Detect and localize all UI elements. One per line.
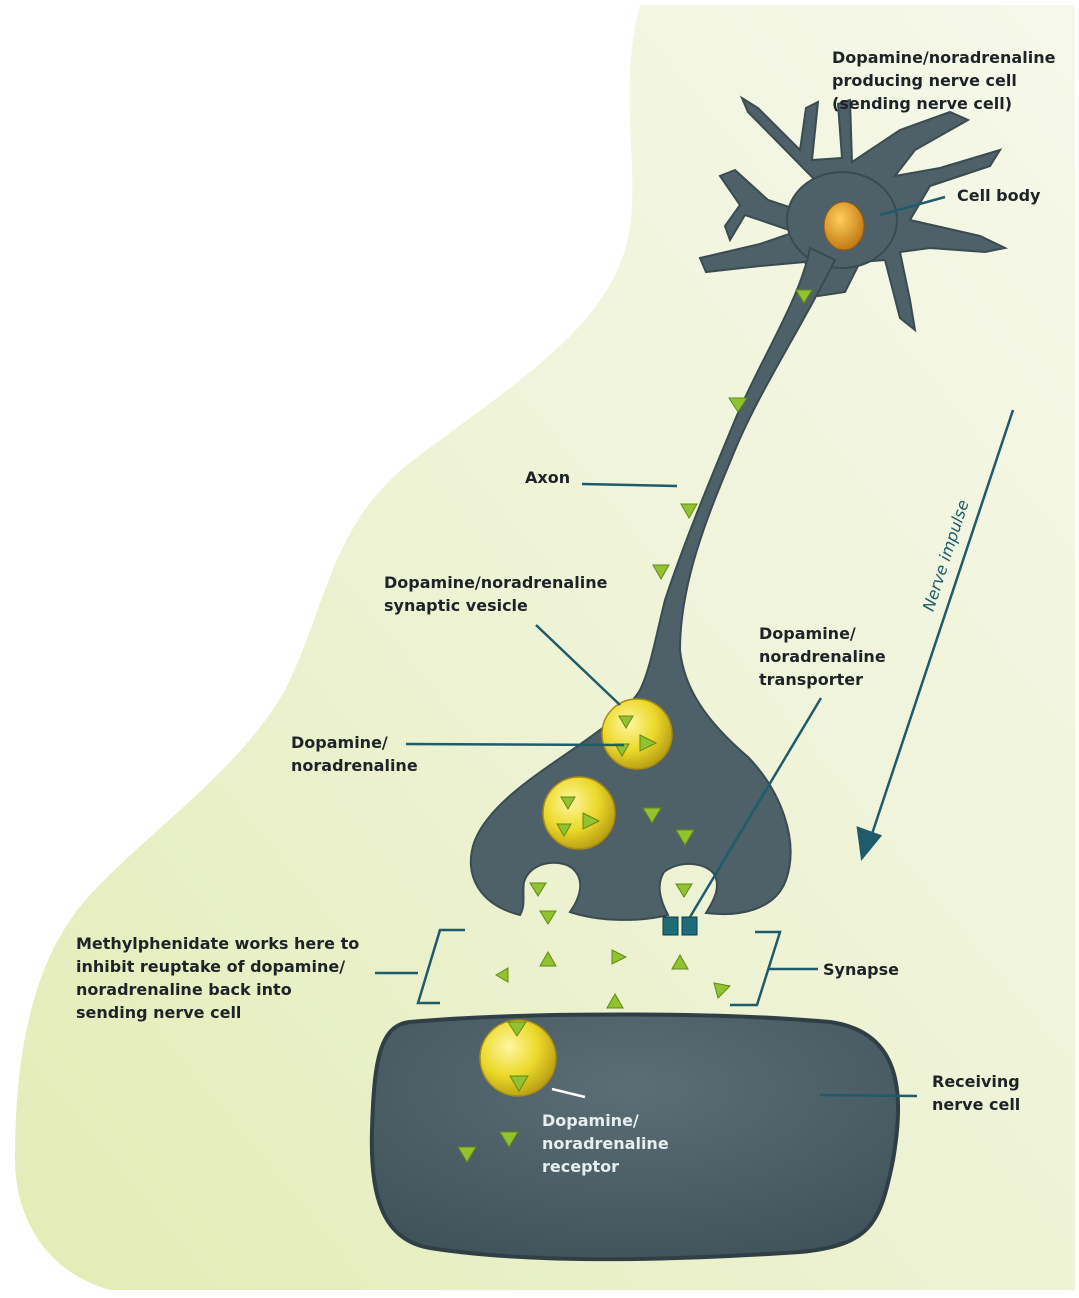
synaptic-vesicle (602, 699, 672, 769)
cell-nucleus (824, 202, 864, 250)
label-synapse: Synapse (823, 958, 899, 981)
label-axon: Axon (525, 466, 570, 489)
leader-dopamine (406, 744, 624, 745)
label-methylphenidate: Methylphenidate works here to inhibit re… (76, 932, 359, 1024)
label-transporter: Dopamine/ noradrenaline transporter (759, 622, 886, 691)
label-sending-nerve-cell: Dopamine/noradrenaline producing nerve c… (832, 46, 1055, 115)
leader-receiving-cell (820, 1095, 917, 1096)
label-receptor: Dopamine/ noradrenaline receptor (542, 1109, 669, 1178)
label-cell-body: Cell body (957, 184, 1040, 207)
label-dopamine: Dopamine/ noradrenaline (291, 731, 418, 777)
label-synaptic-vesicle: Dopamine/noradrenaline synaptic vesicle (384, 571, 607, 617)
synaptic-vesicle (543, 777, 615, 849)
label-receiving-nerve-cell: Receiving nerve cell (932, 1070, 1020, 1116)
